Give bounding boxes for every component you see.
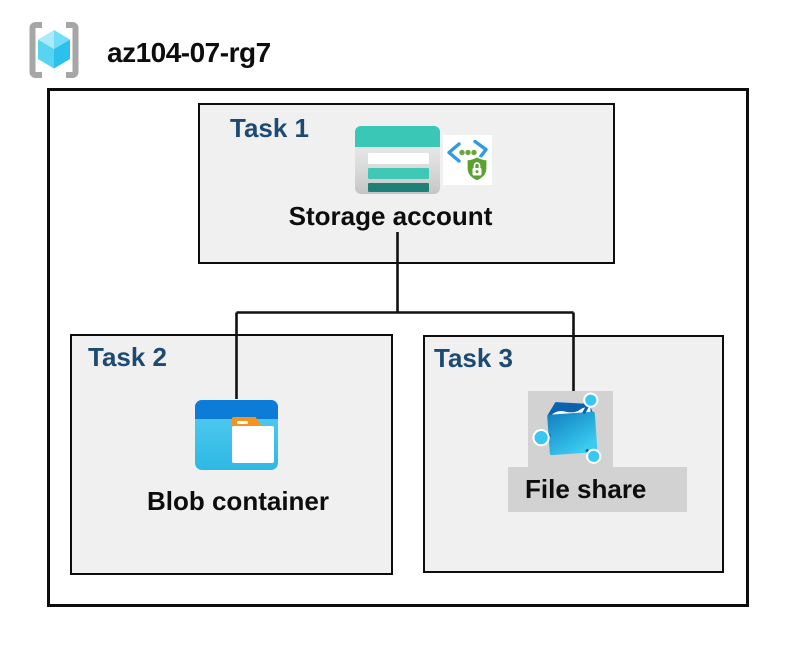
resource-group-title: az104-07-rg7 xyxy=(107,37,271,68)
blob-container-icon xyxy=(195,400,278,470)
task-2-label: Task 2 xyxy=(88,342,168,372)
file-share-label-highlight: File share xyxy=(508,467,687,512)
file-share-icon xyxy=(532,392,602,464)
storage-icon-row-teal xyxy=(368,168,429,179)
storage-account-icon xyxy=(355,126,440,194)
resource-group-icon xyxy=(29,22,79,78)
file-share-label: File share xyxy=(525,474,647,504)
blob-folder xyxy=(232,426,274,463)
task-1-label: Task 1 xyxy=(230,113,310,143)
storage-icon-header-bar xyxy=(355,126,440,147)
task-2-box: Task 2 xyxy=(70,334,393,575)
storage-account-label: Storage account xyxy=(288,201,493,231)
blob-folder-tab xyxy=(232,417,263,428)
blob-container-label: Blob container xyxy=(146,486,329,516)
blob-icon-header-bar xyxy=(195,400,278,419)
task-3-label: Task 3 xyxy=(434,343,514,373)
storage-icon-row-white xyxy=(368,153,429,164)
storage-icon-row-dark xyxy=(368,183,429,192)
blob-folder-tab-dash xyxy=(237,420,248,424)
shared-access-signature-icon xyxy=(443,135,492,185)
